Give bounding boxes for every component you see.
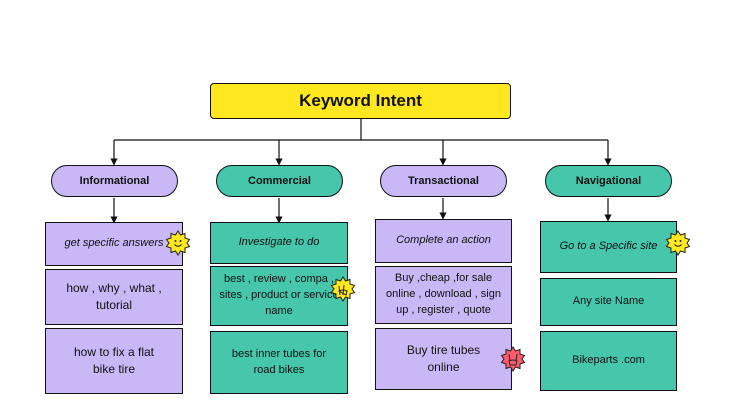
peace-hand-sticker-icon bbox=[330, 276, 356, 302]
transactional-description: Complete an action bbox=[375, 219, 512, 263]
transactional-keywords: Buy ,cheap ,for sale online , download ,… bbox=[375, 266, 512, 324]
navigational-description: Go to a Specific site bbox=[540, 221, 677, 273]
navigational-keywords: Any site Name bbox=[540, 278, 677, 326]
category-navigational: Navigational bbox=[545, 165, 672, 197]
transactional-example: Buy tire tubes online bbox=[375, 328, 512, 390]
commercial-keywords: best , review , compa , sites , product … bbox=[210, 266, 348, 326]
navigational-example: Bikeparts .com bbox=[540, 331, 677, 391]
informational-example: how to fix a flat bike tire bbox=[45, 328, 183, 394]
category-commercial: Commercial bbox=[216, 165, 343, 197]
informational-keywords: how , why , what , tutorial bbox=[45, 269, 183, 325]
category-informational: Informational bbox=[51, 165, 178, 197]
smiley-sticker-icon bbox=[665, 230, 691, 256]
diagram-title: Keyword Intent bbox=[210, 83, 511, 119]
category-transactional: Transactional bbox=[380, 165, 507, 197]
rock-hand-sticker-icon bbox=[500, 346, 526, 372]
smiley-sticker-icon bbox=[165, 230, 191, 256]
commercial-example: best inner tubes for road bikes bbox=[210, 331, 348, 394]
informational-description: get specific answers bbox=[45, 222, 183, 266]
commercial-description: Investigate to do bbox=[210, 222, 348, 264]
